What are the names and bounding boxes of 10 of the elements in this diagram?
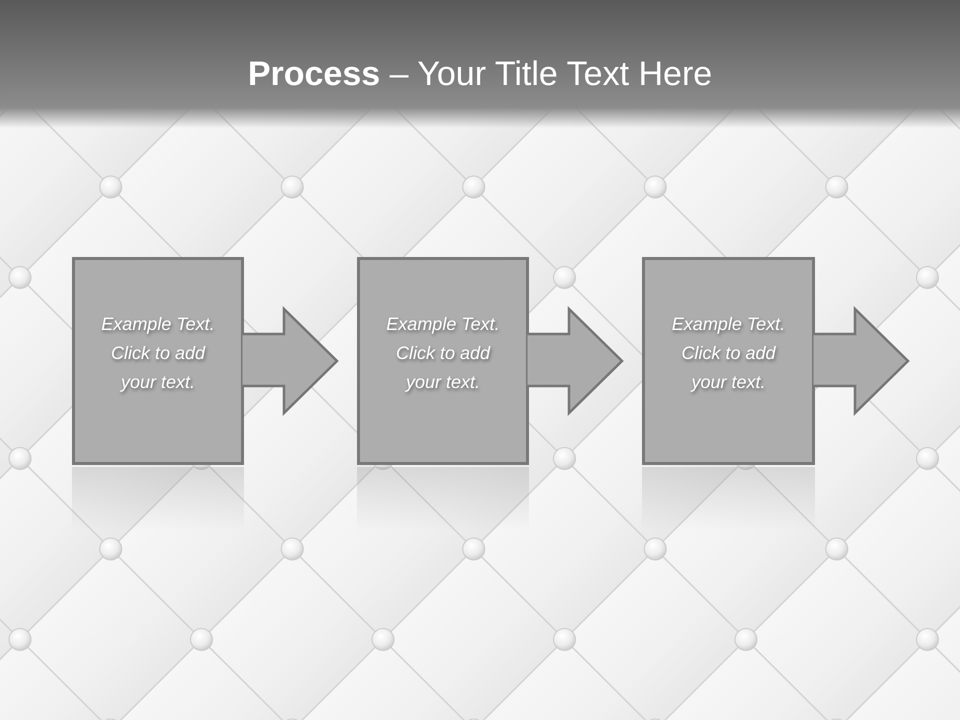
process-box xyxy=(642,257,815,465)
box-text: Example Text. Click to add your text. xyxy=(100,312,216,394)
process-box xyxy=(72,257,244,465)
block-arrow xyxy=(812,306,910,416)
box-text: Example Text. Click to add your text. xyxy=(385,312,501,394)
block-arrow xyxy=(241,306,339,416)
title: Process – Your Title Text Here xyxy=(248,54,712,95)
process-box xyxy=(357,257,529,465)
block-arrow xyxy=(526,306,624,416)
box-text: Example Text. Click to add your text. xyxy=(670,312,786,394)
